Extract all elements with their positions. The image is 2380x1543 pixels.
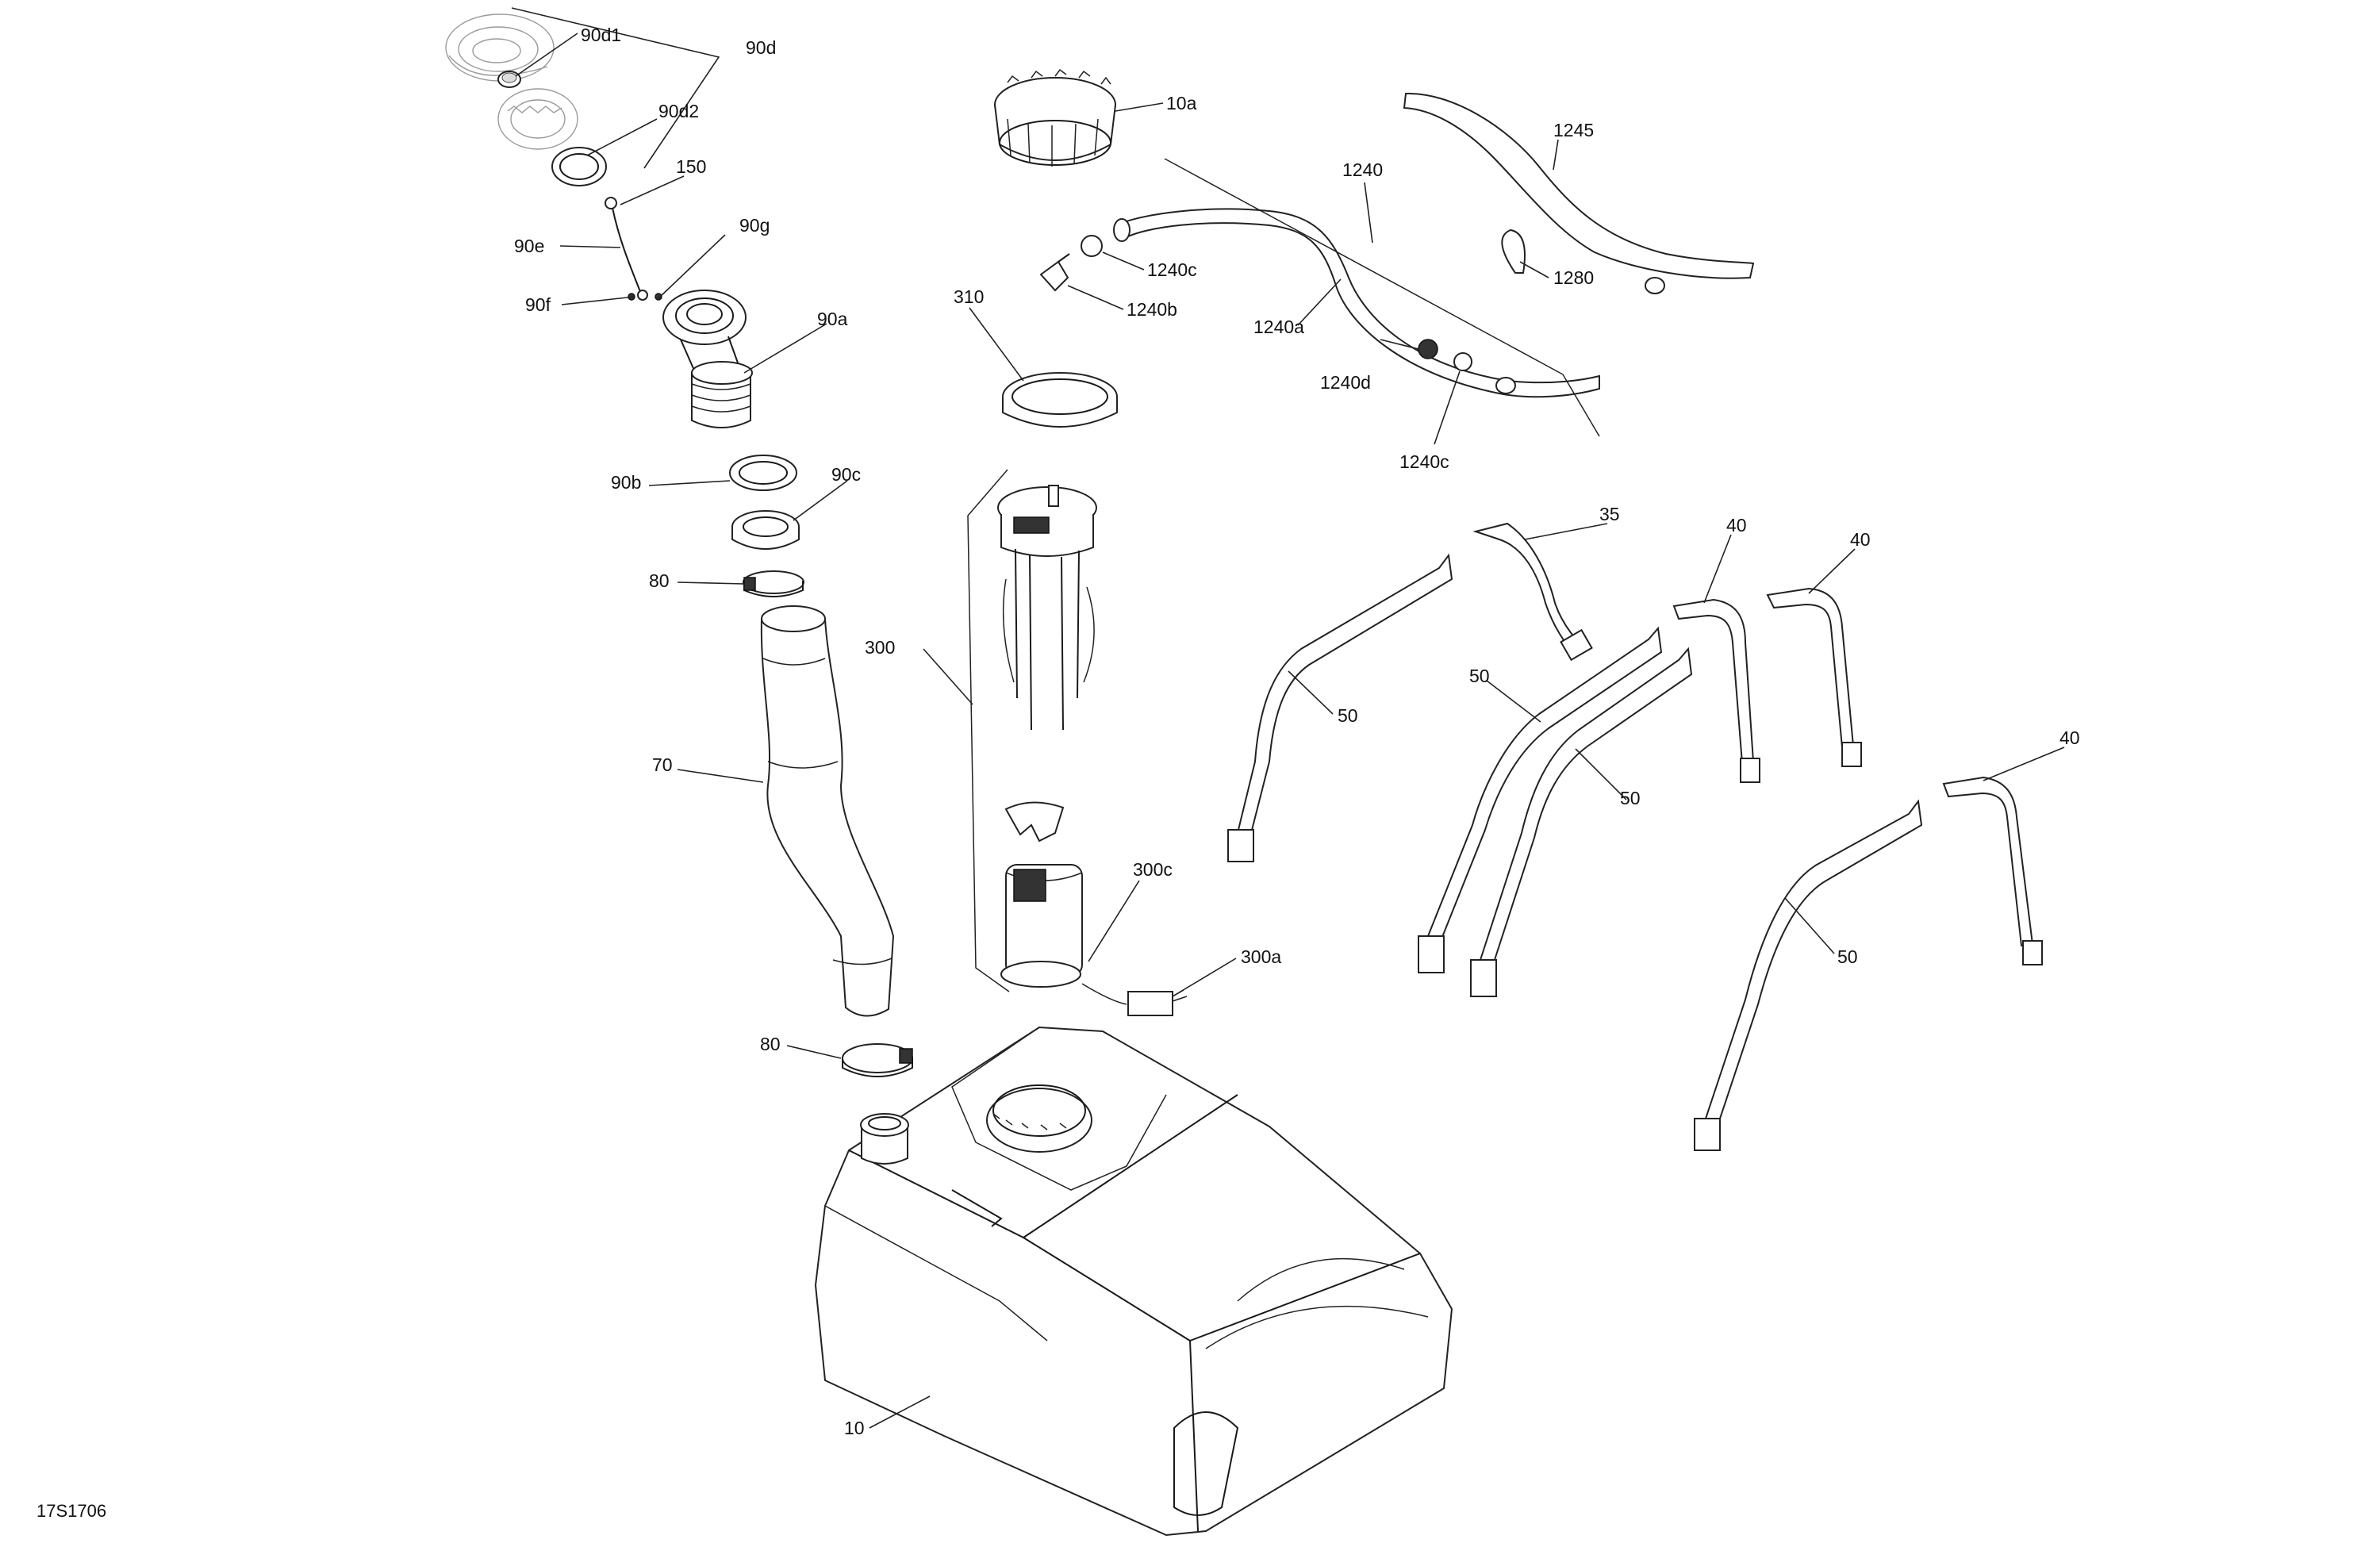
label-80-bottom: 80 xyxy=(760,1034,781,1054)
label-10a: 10a xyxy=(1166,93,1197,113)
strap-40-c-part xyxy=(1942,776,2043,965)
label-90d1: 90d1 xyxy=(581,25,621,45)
label-300: 300 xyxy=(865,637,895,658)
label-1240a: 1240a xyxy=(1253,317,1304,337)
label-90f: 90f xyxy=(525,294,551,315)
label-90d: 90d xyxy=(746,37,776,58)
breather-hose-part xyxy=(1403,92,1755,294)
pump-seal-part xyxy=(1002,372,1118,428)
label-310: 310 xyxy=(954,286,984,307)
part-labels: 90d1 90d 90d2 150 90g 90e 90f 90a 90b 90… xyxy=(514,25,2080,1438)
label-50-b: 50 xyxy=(1469,666,1490,686)
fuel-cap-outer-part xyxy=(445,13,555,82)
label-1240b: 1240b xyxy=(1127,299,1177,320)
label-90a: 90a xyxy=(817,309,848,329)
strap-40-a-part xyxy=(1672,598,1760,783)
elbow-fitting-1240b-part xyxy=(1039,253,1070,292)
label-80-top: 80 xyxy=(649,570,670,591)
check-valve-1240d-part xyxy=(1418,339,1438,359)
label-150: 150 xyxy=(676,156,706,177)
fuel-pump-module-part xyxy=(967,469,1188,1016)
hose-fitting-1240c-top-part xyxy=(1081,235,1103,257)
label-50-d: 50 xyxy=(1837,946,1858,967)
hose-clamp-top-part xyxy=(743,570,804,597)
label-50-a: 50 xyxy=(1338,705,1358,726)
filler-hose-part xyxy=(760,605,895,1017)
nut-90c-part xyxy=(731,510,800,550)
label-90c: 90c xyxy=(831,464,861,485)
hose-clamp-bottom-part xyxy=(842,1043,913,1077)
strap-40-b-part xyxy=(1766,587,1862,767)
strap-50-c-part xyxy=(1470,647,1693,997)
tie-strap-1280-part xyxy=(1501,228,1526,274)
cap-gasket-part xyxy=(551,147,607,186)
fuel-tank-part xyxy=(814,1026,1453,1537)
fuel-cap-inner-part xyxy=(497,88,578,150)
label-40-c: 40 xyxy=(2059,727,2080,748)
label-1240c-bottom: 1240c xyxy=(1399,451,1449,472)
label-90e: 90e xyxy=(514,236,544,256)
filler-neck-part xyxy=(662,290,753,428)
cap-tether-part xyxy=(605,197,662,301)
hose-fitting-1240c-bottom-part xyxy=(1453,352,1472,371)
strap-50-d-part xyxy=(1694,799,1923,1151)
label-1240d: 1240d xyxy=(1320,372,1371,393)
label-90d2: 90d2 xyxy=(658,101,699,121)
label-35: 35 xyxy=(1599,504,1620,524)
leader-lines xyxy=(511,7,2065,1429)
label-300a: 300a xyxy=(1241,946,1281,967)
lock-ring-part xyxy=(994,68,1116,167)
strap-35-part xyxy=(1472,522,1593,662)
gasket-90b-part xyxy=(729,455,797,491)
label-40-a: 40 xyxy=(1726,515,1747,535)
label-300c: 300c xyxy=(1133,859,1173,880)
label-1240: 1240 xyxy=(1342,159,1383,180)
label-1280: 1280 xyxy=(1553,267,1594,288)
fuel-cap-button-part xyxy=(497,71,521,88)
label-40-b: 40 xyxy=(1850,529,1871,550)
vent-hose-part xyxy=(1113,158,1600,437)
label-90g: 90g xyxy=(739,215,770,236)
label-70: 70 xyxy=(652,754,673,775)
document-code: 17S1706 xyxy=(36,1501,106,1521)
label-50-c: 50 xyxy=(1620,788,1641,808)
label-10: 10 xyxy=(844,1418,865,1438)
label-90b: 90b xyxy=(611,472,641,493)
label-1245: 1245 xyxy=(1553,120,1594,140)
strap-50-b-part xyxy=(1418,626,1663,973)
label-1240c-top: 1240c xyxy=(1147,259,1197,280)
